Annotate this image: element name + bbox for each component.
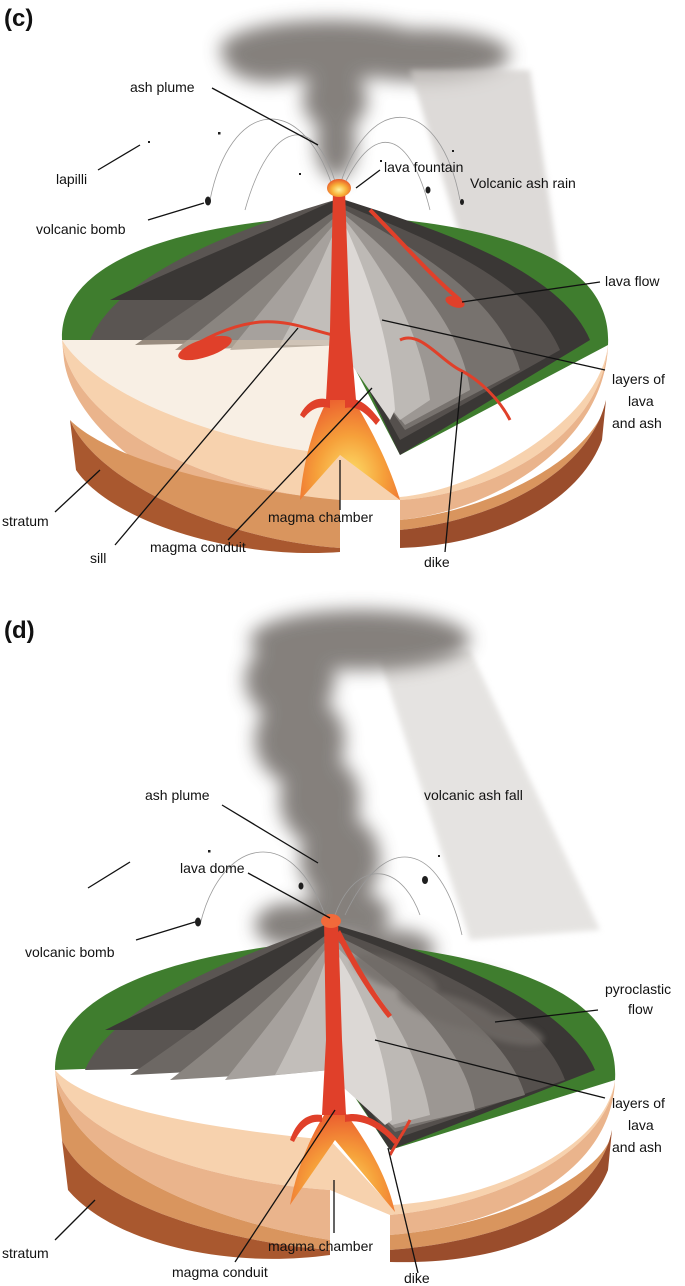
panel-c-label-magma-conduit: magma conduit xyxy=(150,539,246,555)
panel-d-label-pyroclastic-1: pyroclastic xyxy=(605,981,671,997)
panel-d-label-layers-3: and ash xyxy=(612,1139,662,1155)
panel-c-dike xyxy=(399,336,512,421)
panel-d-letter: (d) xyxy=(4,617,35,644)
panel-c-lava-flow-tip xyxy=(445,296,465,308)
panel-d-label-stratum: stratum xyxy=(2,1245,49,1261)
panel-d-label-magma-conduit: magma conduit xyxy=(172,1264,268,1280)
panel-c-label-lapilli: lapilli xyxy=(56,171,87,187)
panel-d-label-dike: dike xyxy=(404,1270,430,1286)
panel-d-label-layers-2: lava xyxy=(628,1117,654,1133)
panel-c-label-dike: dike xyxy=(424,554,450,570)
panel-d: (d) xyxy=(2,610,671,1286)
panel-c-magma-chamber xyxy=(300,380,400,500)
panel-c-label-lava-fountain: lava fountain xyxy=(384,159,463,175)
panel-c-label-lava-flow: lava flow xyxy=(605,273,660,289)
panel-c-label-sill: sill xyxy=(90,550,106,566)
panel-d-cone-left xyxy=(85,925,330,1080)
panel-d-label-layers-1: layers of xyxy=(612,1095,665,1111)
panel-d-label-magma-chamber: magma chamber xyxy=(268,1238,373,1254)
panel-d-label-ash-plume: ash plume xyxy=(145,787,210,803)
panel-c-leaders xyxy=(54,87,606,553)
panel-c-label-volcanic-bomb: volcanic bomb xyxy=(36,221,126,237)
panel-c-label-layers-1: layers of xyxy=(612,371,665,387)
panel-d-label-lava-dome: lava dome xyxy=(180,860,245,876)
panel-d-lava-dome xyxy=(321,914,341,928)
panel-c-tephra xyxy=(148,132,464,206)
panel-d-dike xyxy=(388,1119,412,1156)
panel-c-letter: (c) xyxy=(4,5,33,32)
panel-d-label-volcanic-ash-fall: volcanic ash fall xyxy=(424,787,523,803)
panel-c-trajectories xyxy=(209,116,461,211)
panel-c-cone-left xyxy=(90,200,340,350)
panel-c-label-volcanic-ash-rain: Volcanic ash rain xyxy=(470,175,576,191)
panel-c-label-stratum: stratum xyxy=(2,513,49,529)
panel-d-leaders xyxy=(54,804,606,1274)
panel-c-lava-flow xyxy=(368,208,462,302)
panel-d-label-volcanic-bomb: volcanic bomb xyxy=(25,944,115,960)
panel-d-dike-branches xyxy=(290,930,398,1144)
panel-c-ash-rain xyxy=(410,70,560,270)
panel-c-magma-conduit xyxy=(326,190,356,400)
panel-d-stratum-walls xyxy=(55,1070,615,1263)
panel-c-lava-fountain xyxy=(327,179,351,197)
panel-d-ash-fall xyxy=(380,650,600,940)
panel-d-tephra xyxy=(195,850,440,927)
panel-c-label-ash-plume: ash plume xyxy=(130,79,195,95)
panel-c-sill-body xyxy=(178,335,232,361)
panel-d-magma-conduit xyxy=(322,920,346,1115)
panel-c-label-layers-2: lava xyxy=(628,393,654,409)
panel-c-dike-branches xyxy=(300,398,380,425)
panel-d-label-pyroclastic-2: flow xyxy=(628,1001,654,1017)
panel-c-label-magma-chamber: magma chamber xyxy=(268,509,373,525)
panel-d-trajectories xyxy=(199,851,463,936)
panel-c-ash-plume-cloud xyxy=(220,20,510,179)
panel-c-label-layers-3: and ash xyxy=(612,415,662,431)
panel-d-pyroclastic-flow xyxy=(352,954,544,1046)
panel-c: (c) xyxy=(2,5,665,570)
panel-d-magma-chamber xyxy=(290,1100,395,1212)
panel-c-cone-right xyxy=(345,200,590,455)
panel-c-cut-face-left xyxy=(62,340,340,455)
